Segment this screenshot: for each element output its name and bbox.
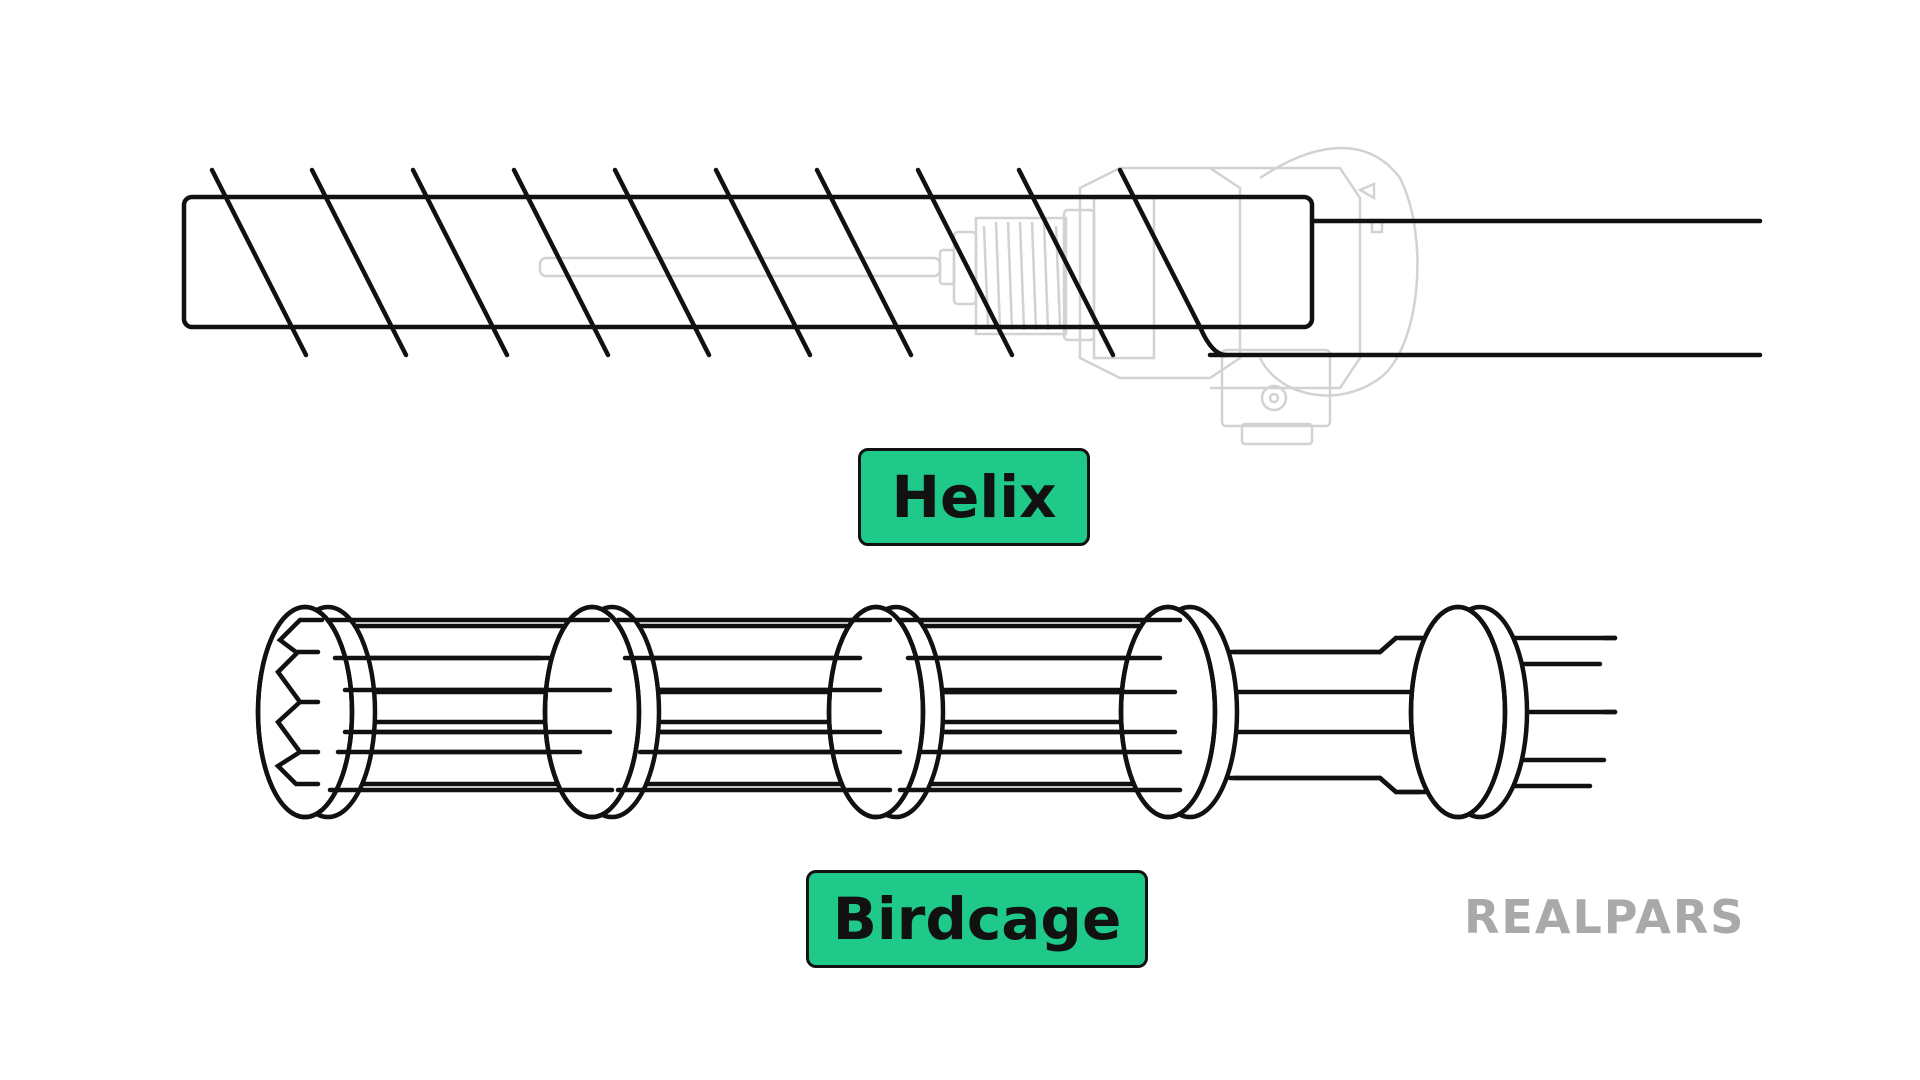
birdcage-label-text: Birdcage bbox=[832, 885, 1122, 953]
rtd-birdcage-element bbox=[255, 604, 1618, 820]
helix-label-text: Helix bbox=[891, 463, 1057, 531]
birdcage-label: Birdcage bbox=[806, 870, 1148, 968]
rtd-helix-element bbox=[181, 167, 1763, 358]
realpars-logo-text: REALPARS bbox=[1464, 890, 1746, 944]
realpars-logo: REALPARS bbox=[1464, 890, 1824, 944]
rtd-probe-background bbox=[538, 146, 1419, 446]
helix-label: Helix bbox=[858, 448, 1090, 546]
